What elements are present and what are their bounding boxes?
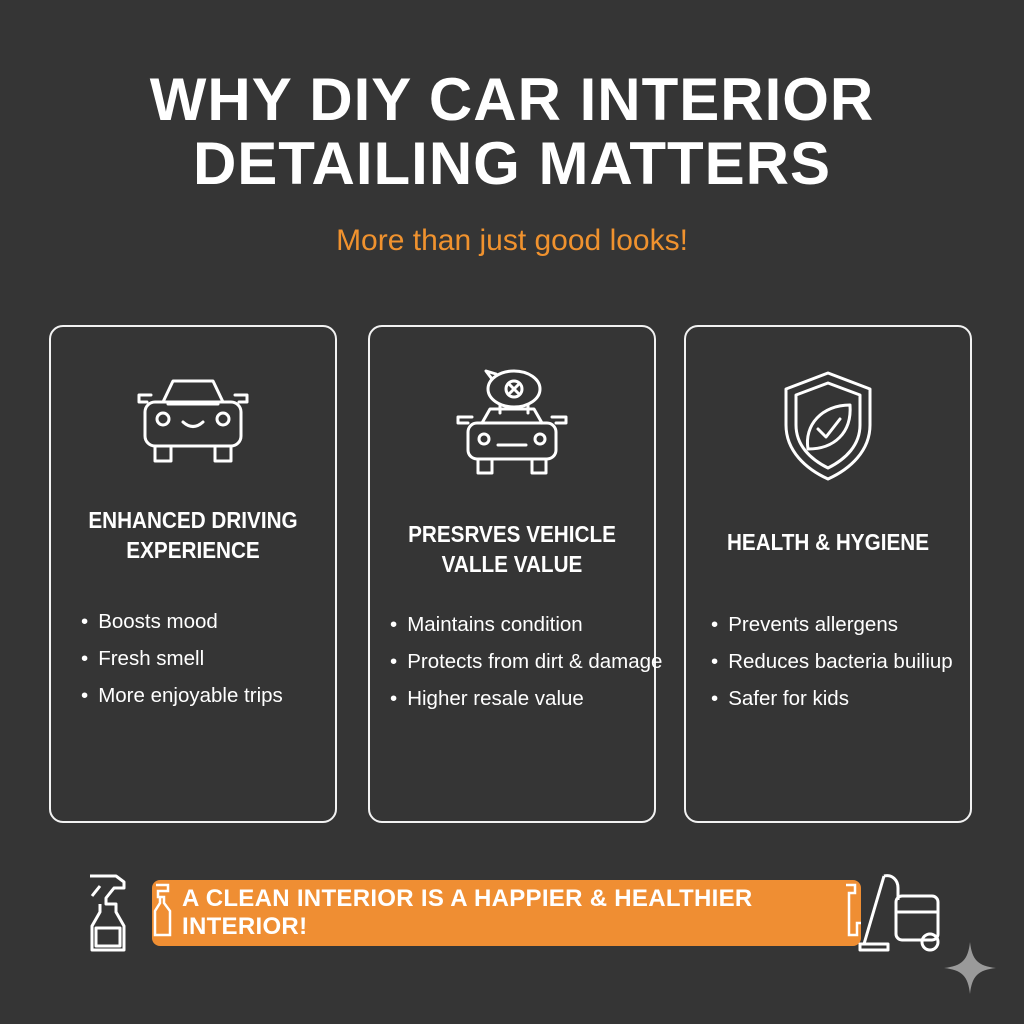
smiling-car-icon <box>51 367 335 477</box>
list-item: Safer for kids <box>711 680 953 717</box>
spray-bottle-icon <box>86 872 134 959</box>
bullet-list: Boosts mood Fresh smell More enjoyable t… <box>81 603 283 714</box>
list-item: Prevents allergens <box>711 606 953 643</box>
shield-leaf-check-icon <box>686 369 970 481</box>
list-item: Protects from dirt & damage <box>390 643 662 680</box>
list-item: Fresh smell <box>81 640 283 677</box>
piggy-bank-car-icon <box>370 365 654 475</box>
list-item: Higher resale value <box>390 680 662 717</box>
card-title: HEALTH & HYGIENE <box>726 529 930 555</box>
bullet-list: Prevents allergens Reduces bacteria buil… <box>711 606 953 717</box>
list-item: More enjoyable trips <box>81 677 283 714</box>
card-health-hygiene: HEALTH & HYGIENE Prevents allergens Redu… <box>684 325 972 823</box>
spray-bottle-icon <box>843 883 861 944</box>
sparkle-icon <box>944 942 996 999</box>
list-item: Reduces bacteria builiup <box>711 643 953 680</box>
banner-text: A CLEAN INTERIOR IS A HAPPIER & HEALTHIE… <box>182 885 753 940</box>
bullet-list: Maintains condition Protects from dirt &… <box>390 606 662 717</box>
title-line-2: DETAILING MATTERS <box>192 130 832 197</box>
list-item: Maintains condition <box>390 606 662 643</box>
list-item: Boosts mood <box>81 603 283 640</box>
page-title: WHY DIY CAR INTERIOR DETAILING MATTERS <box>0 68 1024 196</box>
spray-bottle-icon <box>152 883 174 944</box>
title-line-1: WHY DIY CAR INTERIOR <box>149 66 875 133</box>
subtitle: More than just good looks! <box>336 224 688 257</box>
tagline-banner: A CLEAN INTERIOR IS A HAPPIER & HEALTHIE… <box>152 880 861 946</box>
vacuum-cleaner-icon <box>858 872 948 959</box>
